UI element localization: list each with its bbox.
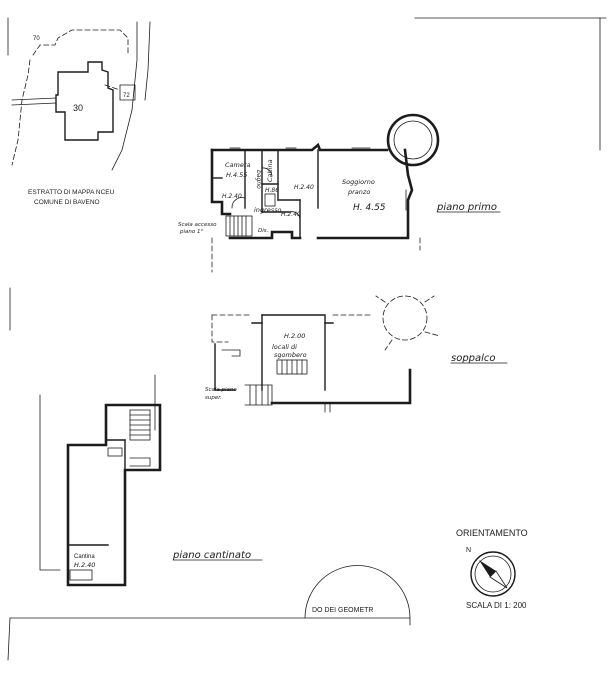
soppalco-stair (276, 359, 308, 375)
cantinato-stair (129, 409, 151, 441)
cellar-label: Cantina (74, 554, 95, 560)
bagno2-height: H.2.40 (281, 211, 301, 218)
soppalco-stair-line1: Scala piano (205, 387, 237, 393)
disimpegno-label: Dis. (258, 228, 269, 234)
compass-icon (470, 551, 516, 597)
sheet-bottom-edge (7, 617, 411, 661)
piano-cantinato-plan (39, 374, 162, 587)
ingresso-label: ingresso (254, 206, 281, 214)
parcel-70-label: 70 (33, 36, 40, 42)
camera-label: Camera (225, 161, 251, 169)
parcel-30-label: 30 (73, 103, 83, 113)
orientation-title: ORIENTAMENTO (456, 528, 528, 538)
bagno-label: bagno (255, 170, 262, 189)
soggiorno-height: H. 4.55 (353, 203, 386, 213)
pranzo-label: pranzo (347, 188, 370, 196)
bagno-height: H.2.40 (222, 193, 242, 200)
parcel-72-label: 72 (123, 93, 130, 99)
primo-stair-label-line1: Scala accesso (178, 222, 217, 228)
soppalco-height: H.2.00 (284, 332, 305, 340)
cadastral-title-line2: COMUNE DI BAVENO (34, 199, 100, 206)
primo-stair-label-line2: piano 1° (179, 229, 203, 235)
piano-cantinato-caption: piano cantinato (172, 550, 251, 561)
soppalco-room-line2: sgombero (274, 351, 307, 359)
piano-primo-plan (210, 113, 440, 273)
cabina-height: H.2.40 (294, 184, 314, 191)
piano-primo-caption: piano primo (436, 202, 497, 213)
soppalco-caption: soppalco (451, 353, 496, 364)
cellar-height: H.2.40 (74, 561, 95, 569)
soppalco-stair-line2: super. (205, 395, 222, 401)
scale-text: SCALA DI 1: 200 (466, 601, 527, 610)
cadastral-title-line1: ESTRATTO DI MAPPA NCEU (28, 189, 115, 196)
camera-height: H.4.55 (226, 171, 247, 179)
cadastral-map (11, 21, 151, 171)
surveyor-stamp-arc (304, 565, 411, 619)
cabina-label: Cabina (266, 159, 274, 182)
north-label: N (466, 547, 471, 554)
soppalco-plan (211, 295, 441, 413)
sheet-border (7, 17, 607, 331)
soppalco-room-line1: locali di (272, 343, 297, 351)
primo-stair (225, 215, 253, 237)
soggiorno-label: Soggiorno (342, 178, 375, 186)
corridoio-height: H.86 (265, 187, 279, 194)
surveyor-stamp-text: DO DEI GEOMETR (312, 607, 373, 614)
